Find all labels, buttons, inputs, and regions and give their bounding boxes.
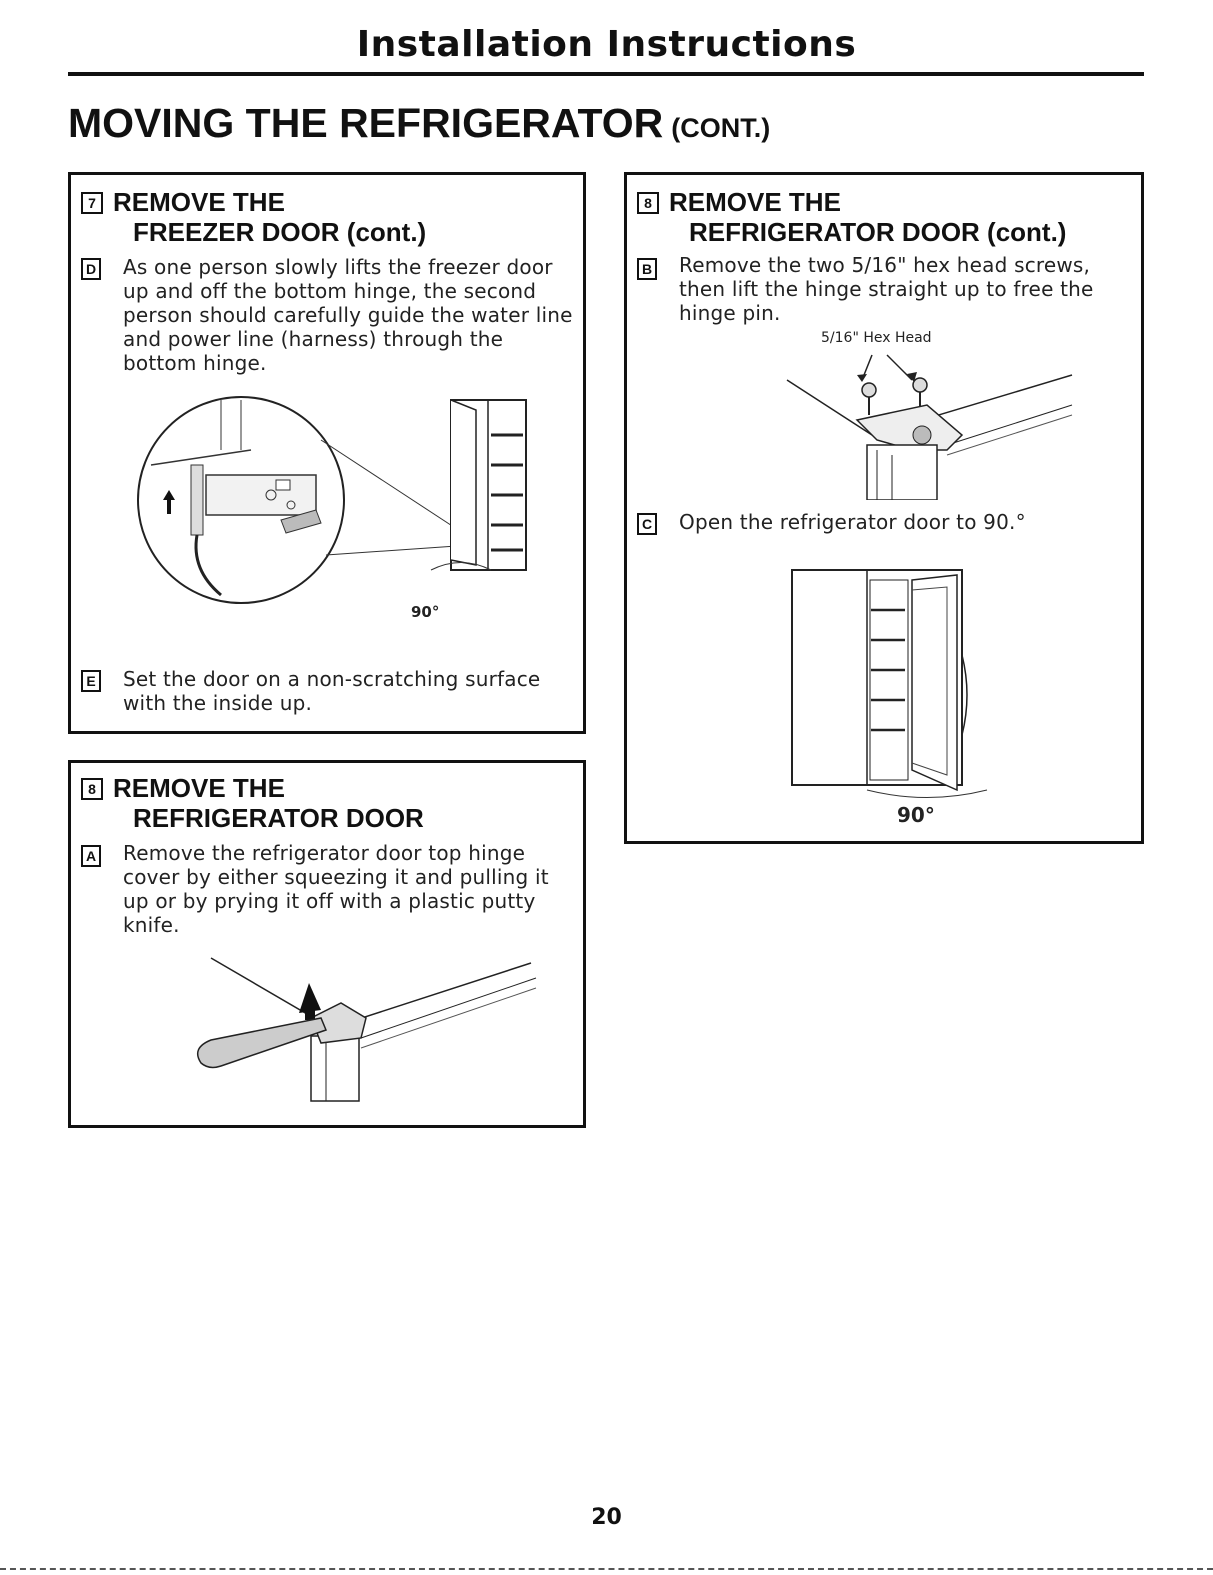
step-c-text: Open the refrigerator door to 90.°	[679, 510, 1026, 534]
hinge-screws-illustration	[786, 354, 1073, 500]
panel-title: 7 REMOVE THE FREEZER DOOR (cont.)	[81, 187, 426, 247]
step-number-badge: 7	[81, 192, 103, 214]
step-letter-badge: C	[637, 513, 657, 535]
step-d-text: As one person slowly lifts the freezer d…	[123, 255, 573, 375]
open-refrigerator-illustration	[791, 569, 988, 798]
hex-head-label: 5/16" Hex Head	[821, 330, 932, 346]
panel-title-line1: REMOVE THE	[669, 187, 841, 217]
panel-title-line2: FREEZER DOOR (cont.)	[133, 217, 427, 247]
bottom-rule	[0, 1568, 1213, 1570]
page-header-title: Installation Instructions	[356, 24, 857, 65]
refrigerator-angle-label: 90°	[897, 803, 935, 827]
panel-remove-refrigerator-door: 8 REMOVE THE REFRIGERATOR DOOR A Remove t…	[68, 760, 586, 1128]
panel-title-line2: REFRIGERATOR DOOR	[133, 803, 424, 833]
header-rule	[68, 72, 1144, 76]
panel-title-line1: REMOVE THE	[113, 773, 285, 803]
step-letter-badge: D	[81, 258, 101, 280]
freezer-hinge-illustration	[137, 396, 527, 604]
freezer-angle-label: 90°	[411, 603, 440, 621]
step-letter-badge: B	[637, 258, 657, 280]
section-title-suffix: (CONT.)	[671, 113, 771, 143]
step-letter-badge: E	[81, 670, 101, 692]
hinge-cover-illustration	[196, 957, 537, 1102]
step-e-text: Set the door on a non-scratching surface…	[123, 667, 541, 715]
panel-title-line2: REFRIGERATOR DOOR (cont.)	[689, 217, 1067, 247]
step-a-text: Remove the refrigerator door top hinge c…	[123, 841, 549, 937]
panel-title-line1: REMOVE THE	[113, 187, 285, 217]
section-title-text: MOVING THE REFRIGERATOR	[68, 100, 664, 146]
step-number-badge: 8	[637, 192, 659, 214]
step-number-badge: 8	[81, 778, 103, 800]
section-title: MOVING THE REFRIGERATOR(CONT.)	[68, 100, 770, 147]
step-letter-badge: A	[81, 845, 101, 867]
step-b-text: Remove the two 5/16" hex head screws, th…	[679, 253, 1094, 325]
page-number: 20	[591, 1505, 622, 1530]
panel-remove-freezer-door: 7 REMOVE THE FREEZER DOOR (cont.) D As on…	[68, 172, 586, 734]
panel-title: 8 REMOVE THE REFRIGERATOR DOOR	[81, 773, 424, 833]
panel-title: 8 REMOVE THE REFRIGERATOR DOOR (cont.)	[637, 187, 1066, 247]
